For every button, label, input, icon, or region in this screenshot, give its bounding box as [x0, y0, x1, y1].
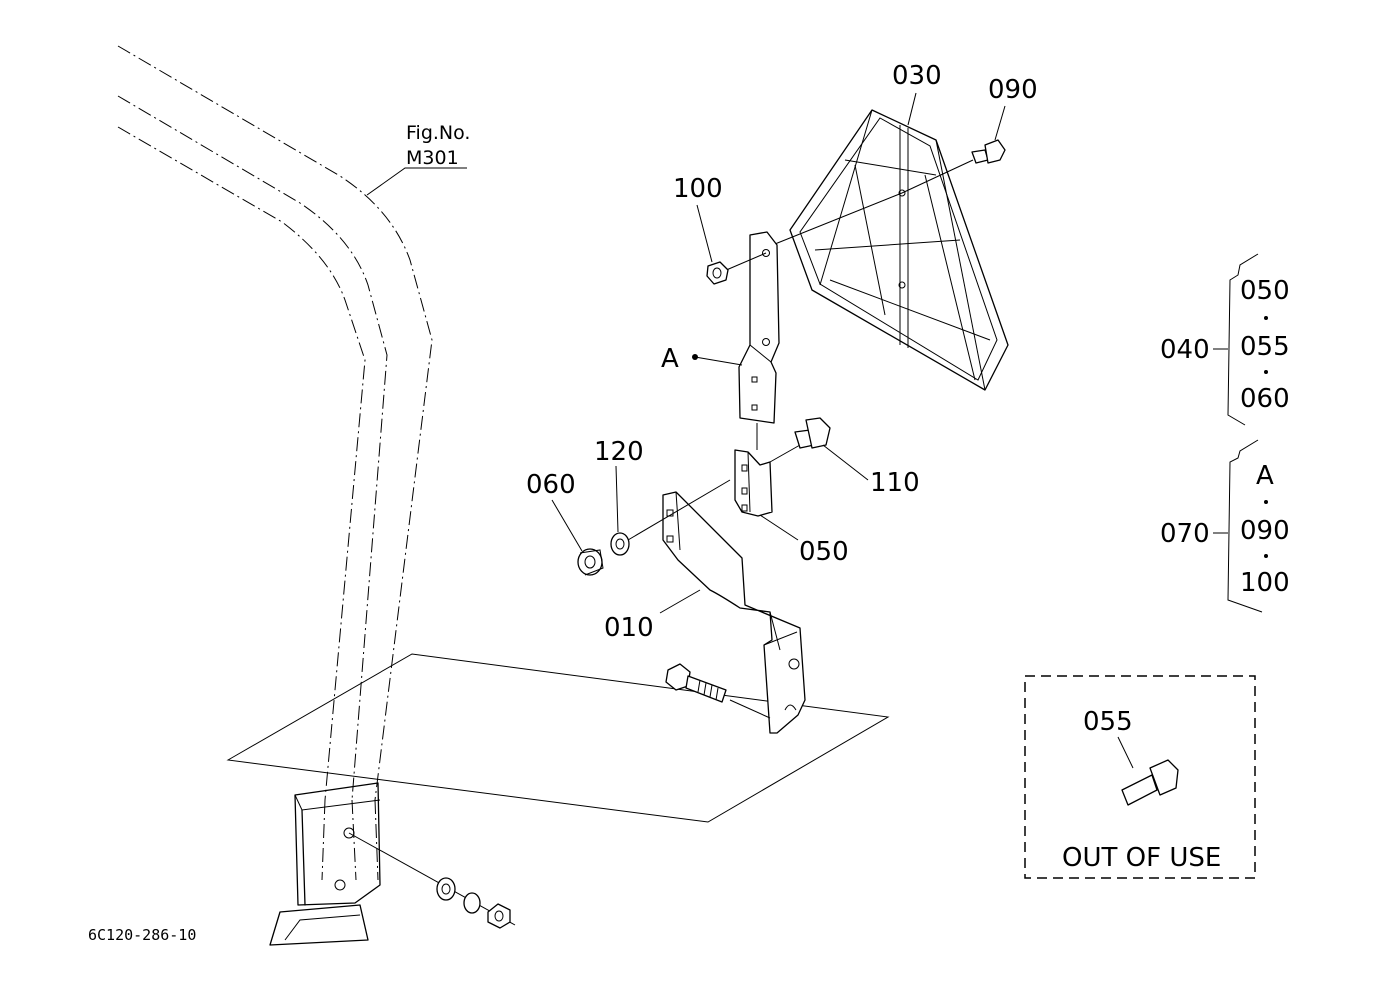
callout-110: 110: [870, 468, 920, 498]
washer-nut-060-120: [577, 479, 731, 576]
callout-a-marker: A: [661, 344, 679, 374]
main-bracket-010: [662, 491, 806, 734]
group-040-item-1: 050: [1240, 276, 1290, 306]
inset-caption: OUT OF USE: [1062, 843, 1221, 873]
bolt-110: [769, 417, 831, 463]
post-hardware: [348, 832, 516, 929]
callout-050: 050: [799, 537, 849, 567]
callout-120: 120: [594, 437, 644, 467]
callout-010: 010: [604, 613, 654, 643]
figure-reference: Fig.No. M301: [406, 122, 470, 169]
group-040-parent: 040: [1160, 335, 1210, 365]
inset-part-number: 055: [1083, 707, 1133, 737]
connector-050: [734, 423, 773, 517]
callout-090: 090: [988, 75, 1038, 105]
assembly-group-070: 070 A 090 100: [1160, 439, 1290, 613]
out-of-use-inset: 055 OUT OF USE: [1024, 675, 1256, 879]
bolt-090: [901, 139, 1006, 194]
drawing-code: 6C120-286-10: [88, 926, 196, 944]
fig-ref-title: Fig.No.: [406, 122, 470, 144]
group-040-item-2: 055: [1240, 332, 1290, 362]
callout-100: 100: [673, 174, 723, 204]
callout-060: 060: [526, 470, 576, 500]
leader-lines: [366, 92, 1006, 614]
assembly-group-040: 040 050 055 060: [1160, 253, 1290, 426]
group-070-item-3: 100: [1240, 568, 1290, 598]
group-040-item-3: 060: [1240, 384, 1290, 414]
rops-frame: [117, 45, 433, 881]
mounting-plate-outline: [226, 653, 890, 823]
group-070-item-2: 090: [1240, 516, 1290, 546]
mount-bolt: [665, 663, 771, 719]
triangle-reflector-030: [764, 109, 1009, 391]
fig-ref-number: M301: [406, 147, 459, 169]
rops-post-base: [269, 782, 381, 946]
group-070-item-1: A: [1256, 461, 1274, 491]
stay-bracket-a: [738, 231, 780, 424]
callout-030: 030: [892, 61, 942, 91]
nut-100: [706, 252, 767, 285]
group-070-parent: 070: [1160, 519, 1210, 549]
